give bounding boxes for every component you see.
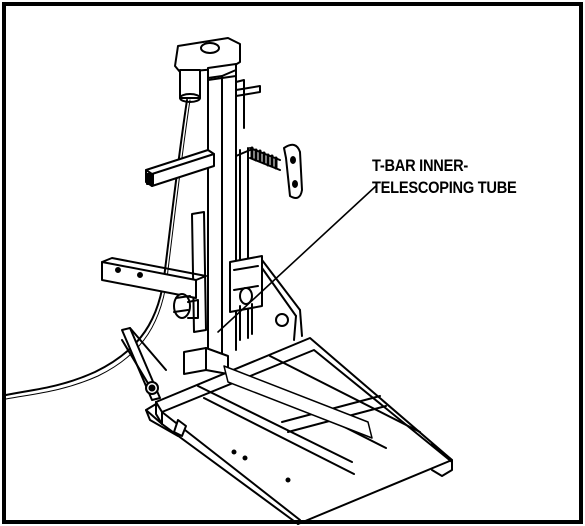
upper-crossbar [145,149,215,187]
callout-leader-line [217,185,377,333]
power-cord [5,99,188,396]
callout-line-1: T-BAR INNER- [372,156,468,175]
rear-post [235,79,261,129]
power-cord-inner [5,99,191,400]
callout-line-2: TELESCOPING TUBE [372,178,517,197]
right-side-arm [261,259,303,341]
adjust-knob [173,293,199,319]
lift-platform [155,337,453,525]
handle-with-spring [235,143,303,199]
lower-crossbar [101,257,207,299]
left-side-arm [121,327,167,401]
right-lip [431,443,453,477]
callout-label: T-BAR INNER- TELESCOPING TUBE [372,155,517,199]
main-mast [207,69,237,361]
front-lip [145,403,187,437]
